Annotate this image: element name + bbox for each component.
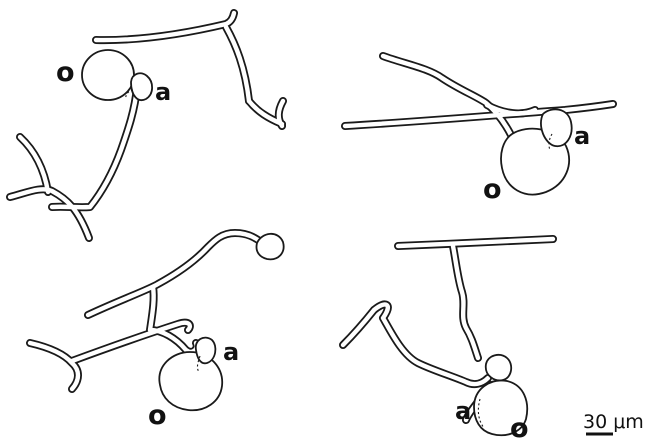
oogonium (159, 352, 222, 410)
antheridium (486, 355, 511, 381)
panel-bottom-left: o a (30, 233, 284, 431)
oogonium (82, 50, 134, 100)
panel-top-left: o a (10, 13, 283, 238)
antheridium-label: a (455, 397, 471, 425)
oogonium-label: o (510, 413, 529, 438)
antheridium (196, 338, 216, 364)
antheridium-label: a (223, 338, 239, 366)
panel-bottom-right: a o (343, 239, 553, 438)
antheridium (131, 73, 152, 100)
hyphal-tip-swelling (256, 234, 283, 259)
oogonium-label: o (56, 57, 75, 88)
scale-bar: 30 μm (583, 411, 644, 434)
oogonium-label: o (483, 174, 502, 205)
antheridium-label: a (155, 78, 171, 106)
hyphae (345, 56, 613, 137)
antheridium-label: a (574, 122, 590, 150)
oogonium-label: o (148, 400, 167, 431)
hyphae (10, 13, 283, 238)
panel-top-right: o a (345, 56, 613, 205)
scale-bar-label: 30 μm (583, 411, 644, 433)
